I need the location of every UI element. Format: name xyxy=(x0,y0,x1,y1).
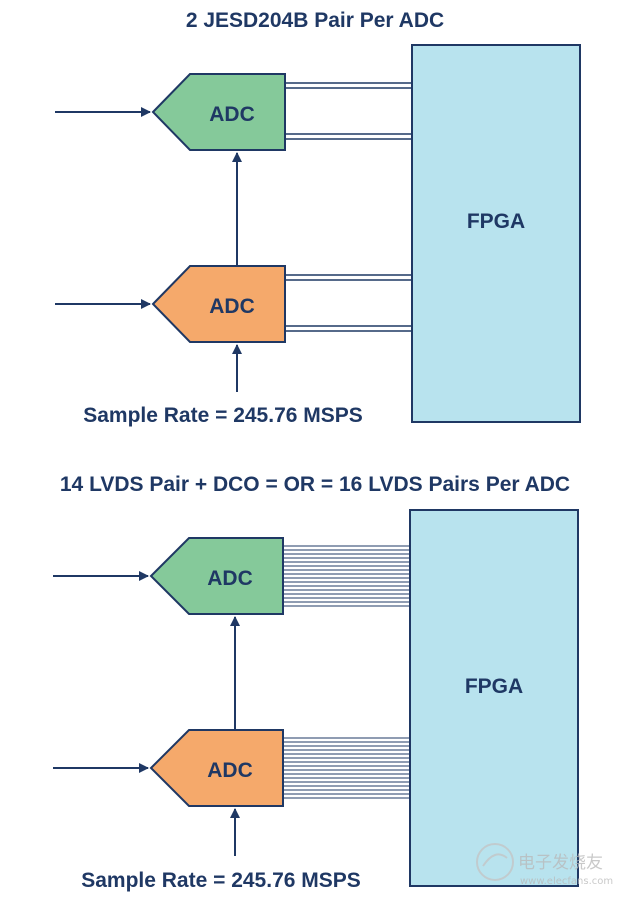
top-title: 2 JESD204B Pair Per ADC xyxy=(186,9,444,32)
bottom-adc1-label: ADC xyxy=(207,567,253,590)
watermark-domain: www.elecfans.com xyxy=(520,876,613,887)
bottom-adc1-lvds-bus xyxy=(283,545,410,607)
top-adc1-block xyxy=(151,73,286,151)
top-adc1-label: ADC xyxy=(209,103,255,126)
bottom-adc1-block xyxy=(149,537,284,615)
watermark: 电子发烧友 www.elecfans.com xyxy=(476,843,613,887)
bottom-sample-rate-label: Sample Rate = 245.76 MSPS xyxy=(81,869,361,892)
watermark-logo-icon xyxy=(476,843,514,881)
bottom-adc2-block xyxy=(149,729,284,807)
bottom-adc2-lvds-bus xyxy=(283,737,410,799)
watermark-text: 电子发烧友 xyxy=(518,853,603,873)
top-fpga-label: FPGA xyxy=(467,210,525,233)
top-fpga-block xyxy=(411,44,581,423)
top-adc2-lanes xyxy=(285,274,412,332)
bottom-title: 14 LVDS Pair + DCO = OR = 16 LVDS Pairs … xyxy=(60,473,570,496)
top-adc2-label: ADC xyxy=(209,295,255,318)
bottom-fpga-block xyxy=(409,509,579,887)
bottom-adc2-label: ADC xyxy=(207,759,253,782)
bottom-fpga-label: FPGA xyxy=(465,675,523,698)
top-adc1-lanes xyxy=(285,82,412,140)
top-sample-rate-label: Sample Rate = 245.76 MSPS xyxy=(83,404,363,427)
top-adc2-block xyxy=(151,265,286,343)
